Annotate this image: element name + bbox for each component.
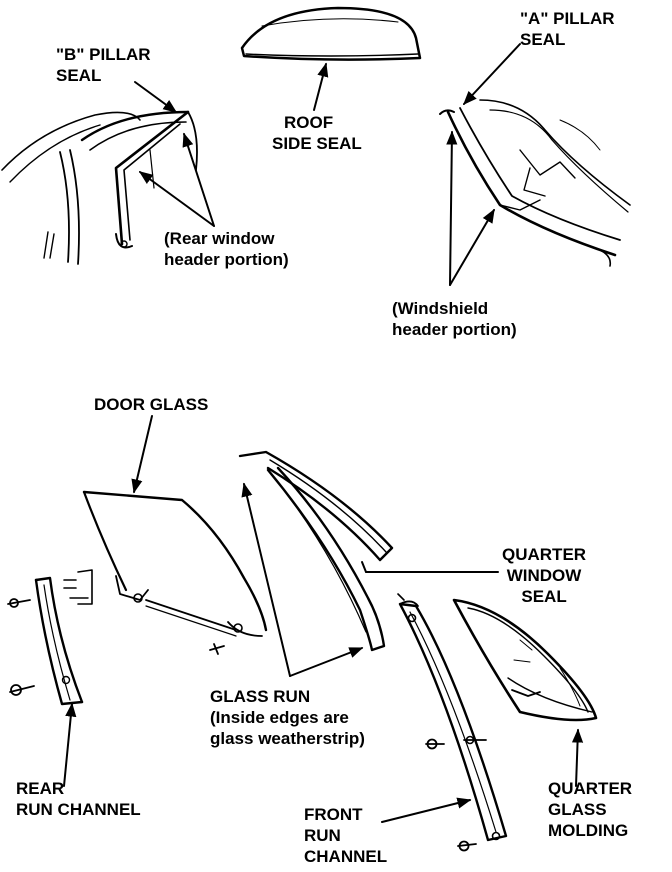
label-rear-run-channel: REAR RUN CHANNEL [16,779,141,819]
glass-run-part [238,450,394,652]
label-rear-window-header: (Rear window header portion) [164,229,289,269]
label-windshield-header: (Windshield header portion) [392,299,517,339]
label-door-glass: DOOR GLASS [94,395,209,414]
label-quarter-window-seal: QUARTER WINDOW SEAL [502,545,587,606]
quarter-glass-molding-part [452,598,598,722]
label-b-pillar-seal: "B" PILLAR SEAL [56,45,151,85]
rear-run-channel-part [7,569,93,706]
leader-lines [63,43,584,823]
label-quarter-glass-molding: QUARTER GLASS MOLDING [548,779,633,840]
front-run-channel-part [397,593,508,852]
a-pillar-seal-part [439,99,631,267]
door-glass-part [82,490,268,655]
label-front-run-channel: FRONT RUN CHANNEL [304,805,388,866]
label-a-pillar-seal: "A" PILLAR SEAL [520,9,615,49]
label-roof-side-seal: ROOF SIDE SEAL [272,113,362,153]
label-glass-run: GLASS RUN (Inside edges are glass weathe… [210,687,365,748]
roof-side-seal-part [240,6,422,61]
b-pillar-seal-part [1,110,198,265]
